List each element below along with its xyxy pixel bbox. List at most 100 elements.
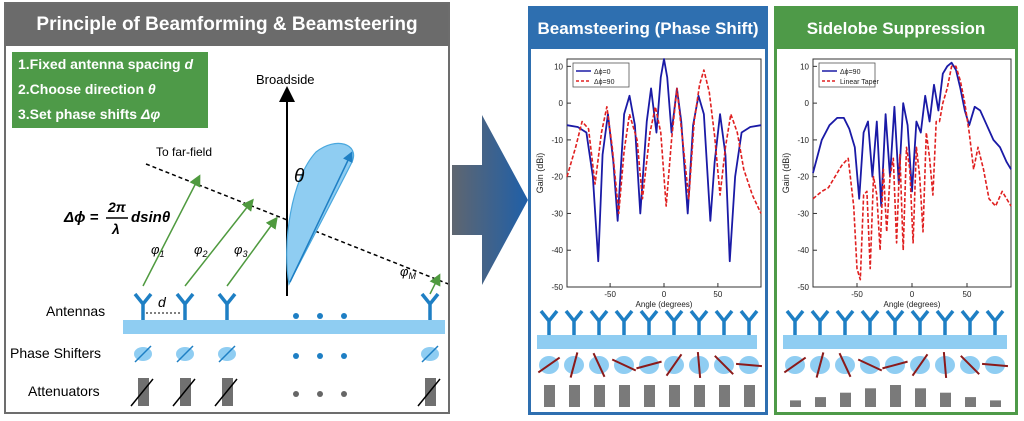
far-field-label: To far-field <box>156 145 212 159</box>
phase-shifter-arrow-3 <box>218 345 236 363</box>
antenna-icon-4 <box>860 309 880 335</box>
legend-box <box>818 62 876 88</box>
attenuator-bar-7 <box>940 392 951 407</box>
feed-bar <box>783 335 1007 349</box>
antenna-icon-2 <box>810 309 830 335</box>
phase-arrow-2 <box>815 352 825 378</box>
y-tick-label-5: -40 <box>797 246 809 255</box>
attenuator-bar-9 <box>990 400 1001 407</box>
phase-arrow-4 <box>857 358 883 372</box>
x-axis-label: Angle (degrees) <box>636 300 693 309</box>
broadside-label: Broadside <box>256 72 315 87</box>
legend-label-1: Δϕ=90 <box>840 69 861 76</box>
attenuator-bar-4 <box>619 385 630 407</box>
step-2: 2.Choose direction θ <box>12 77 208 102</box>
phase-arrow-6 <box>911 353 929 377</box>
path-arrow-3 <box>226 216 278 287</box>
x-tick-label-1: 0 <box>662 290 667 299</box>
beamsteering-title: Beamsteering (Phase Shift) <box>531 9 765 49</box>
phase-arrow-6 <box>665 353 683 377</box>
phase-arrow-1 <box>537 356 561 374</box>
antenna-icon-8 <box>714 309 734 335</box>
ellipsis-antennas <box>293 313 347 319</box>
right-arrow-icon <box>452 115 528 285</box>
series-line-1 <box>812 61 1012 207</box>
series-line-2 <box>566 69 762 215</box>
phase-arrow-9 <box>735 362 763 368</box>
step-1-text: 1.Fixed antenna spacing <box>18 56 181 72</box>
phase-label-1: φ1 <box>151 242 165 259</box>
x-tick-label-0: -50 <box>604 290 616 299</box>
antenna-icon-6 <box>664 309 684 335</box>
attenuator-bar-4 <box>865 388 876 407</box>
attenuator-1 <box>138 378 149 406</box>
antenna-icon-9 <box>739 309 759 335</box>
antenna-icon-m <box>420 292 440 320</box>
attenuator-bar-7 <box>694 385 705 407</box>
attenuator-bar-5 <box>890 385 901 407</box>
antenna-icon-6 <box>910 309 930 335</box>
sidelobe-array-diagram <box>783 309 1009 407</box>
series-line-2 <box>812 65 1012 281</box>
step-1-symbol: d <box>184 56 194 72</box>
attenuator-arrow-4 <box>417 378 441 407</box>
antenna-icon-8 <box>960 309 980 335</box>
y-axis-label: Gain (dBi) <box>781 153 791 194</box>
x-tick-label-1: 0 <box>910 290 915 299</box>
y-tick-label-0: 10 <box>554 62 563 71</box>
antenna-icon-3 <box>217 292 237 320</box>
y-tick-label-1: 0 <box>559 99 564 108</box>
attenuator-arrow-3 <box>214 378 238 407</box>
y-tick-label-4: -30 <box>797 209 809 218</box>
antenna-icon-7 <box>689 309 709 335</box>
theta-label: θ <box>294 166 305 187</box>
step-1: 1.Fixed antenna spacing d <box>12 52 208 77</box>
row-label-phase-shifters: Phase Shifters <box>10 345 101 361</box>
phase-label-m: φM <box>400 264 416 281</box>
attenuator-4 <box>425 378 436 406</box>
sidelobe-title: Sidelobe Suppression <box>777 9 1015 49</box>
phase-arrow-8 <box>714 355 734 375</box>
y-tick-label-5: -40 <box>551 246 563 255</box>
phase-label-3: φ3 <box>234 242 248 259</box>
y-tick-label-6: -50 <box>797 283 809 292</box>
beamsteering-array-diagram <box>537 309 763 407</box>
y-tick-label-0: 10 <box>800 62 809 71</box>
step-3: 3.Set phase shifts Δφ <box>12 102 208 127</box>
plot-frame <box>812 58 1012 288</box>
steps-box: 1.Fixed antenna spacing d 2.Choose direc… <box>12 52 208 128</box>
phase-arrow-7 <box>942 351 948 379</box>
phase-arrow-3 <box>592 352 606 378</box>
antenna-icon-2 <box>175 292 195 320</box>
phase-arrow-9 <box>981 362 1009 368</box>
phase-label-2: φ2 <box>194 242 208 259</box>
attenuator-bar-3 <box>840 392 851 407</box>
legend-box <box>572 62 630 88</box>
antenna-icon-2 <box>564 309 584 335</box>
feed-bar <box>537 335 757 349</box>
attenuator-bar-1 <box>790 400 801 407</box>
formula-rest: dsinθ <box>131 209 171 226</box>
attenuator-bar-2 <box>815 397 826 407</box>
path-arrow-m <box>429 273 441 295</box>
antenna-icon-5 <box>885 309 905 335</box>
attenuator-bar-6 <box>915 388 926 407</box>
phase-arrow-3 <box>838 352 852 378</box>
beam-direction-arrow <box>289 151 353 283</box>
phase-shifter-arrow-4 <box>421 345 439 363</box>
attenuator-arrow-1 <box>130 378 154 407</box>
attenuator-3 <box>222 378 233 406</box>
attenuator-bar-1 <box>544 385 555 407</box>
legend-label-2: Linear Taper <box>840 79 879 86</box>
formula-lhs: Δϕ = <box>63 209 99 226</box>
attenuator-bar-6 <box>669 385 680 407</box>
step-2-text: 2.Choose direction <box>18 81 145 97</box>
phase-arrow-8 <box>960 355 980 375</box>
formula-denominator: λ <box>111 221 120 237</box>
ellipsis-attenuators <box>293 391 347 397</box>
phase-arrow-5 <box>636 360 662 370</box>
y-tick-label-6: -50 <box>551 283 563 292</box>
